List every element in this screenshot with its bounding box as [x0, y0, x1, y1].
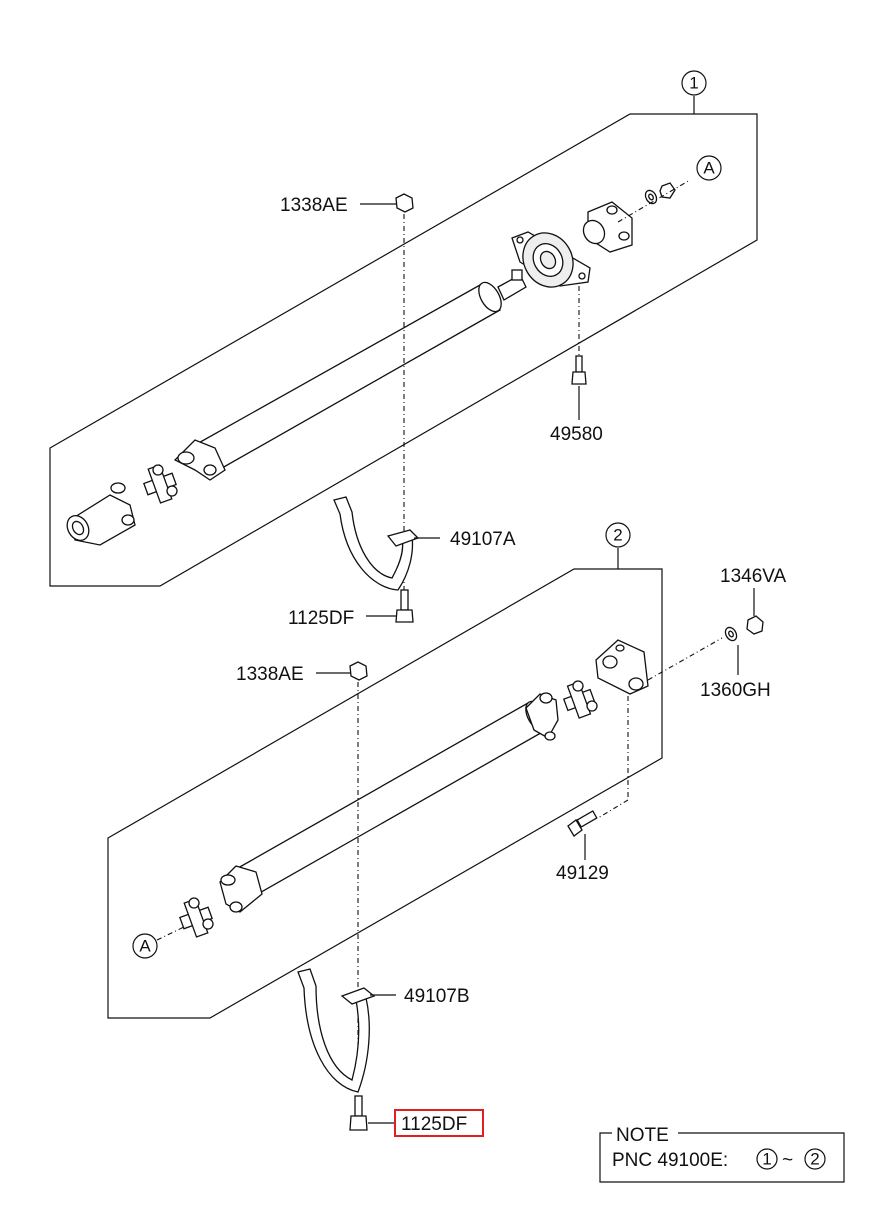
label-49580: 49580	[550, 424, 603, 445]
nut-1346va[interactable]	[746, 615, 764, 635]
label-49129: 49129	[556, 863, 609, 884]
bolt-49129[interactable]	[567, 810, 598, 837]
assembly-2-callout[interactable]: 2	[605, 522, 631, 548]
assembly-1-outline	[49, 113, 758, 587]
svg-text:1: 1	[689, 74, 698, 93]
svg-text:A: A	[139, 937, 151, 956]
nut-1338ae-bottom[interactable]	[349, 661, 368, 681]
flange-yoke-1[interactable]	[579, 201, 633, 253]
yoke-2-front[interactable]	[219, 865, 263, 913]
svg-text:2: 2	[613, 526, 622, 545]
universal-joint-2-front[interactable]	[179, 897, 214, 938]
bolt-1125df-bottom[interactable]	[349, 1095, 368, 1131]
label-49107b: 49107B	[404, 986, 470, 1007]
note-box: NOTE PNC 49100E: 1 ~ 2	[599, 1125, 845, 1183]
label-1125df-top: 1125DF	[288, 608, 354, 629]
label-49107a: 49107A	[450, 529, 516, 550]
propeller-shaft-1[interactable]	[194, 269, 527, 473]
assembly-2-outline	[107, 568, 663, 1019]
note-range-end: 2	[810, 1150, 819, 1169]
label-1338ae-bottom: 1338AE	[236, 664, 304, 685]
note-pnc: PNC 49100E:	[612, 1150, 728, 1171]
nut-1338ae-top[interactable]	[395, 193, 414, 213]
slip-yoke-1[interactable]	[63, 482, 136, 546]
label-1338ae-top: 1338AE	[280, 195, 348, 216]
yoke-2-rear[interactable]	[525, 692, 559, 741]
nut-1[interactable]	[659, 182, 676, 199]
bolt-1125df-top[interactable]	[395, 589, 414, 623]
washer-1360gh[interactable]	[723, 625, 739, 642]
universal-joint-1[interactable]	[143, 464, 178, 504]
ref-a-bottom[interactable]: A	[132, 933, 158, 959]
washer-1[interactable]	[643, 188, 659, 205]
center-bearing[interactable]	[511, 224, 591, 296]
svg-text:A: A	[703, 159, 715, 178]
label-1125df-bottom[interactable]: 1125DF	[401, 1114, 467, 1135]
ref-a-top[interactable]: A	[696, 155, 722, 181]
hanger-strap-49107b[interactable]	[297, 968, 376, 1093]
label-1360gh: 1360GH	[700, 680, 771, 701]
note-range-sep: ~	[782, 1150, 793, 1171]
yoke-1[interactable]	[173, 439, 226, 481]
flange-yoke-2[interactable]	[595, 639, 649, 695]
highlight-box-1125df	[394, 1109, 484, 1137]
label-1346va: 1346VA	[720, 566, 787, 587]
universal-joint-2-rear[interactable]	[562, 680, 598, 719]
hanger-strap-49107a[interactable]	[333, 496, 420, 591]
assembly-1-callout[interactable]: 1	[681, 70, 707, 96]
bolt-49580[interactable]	[571, 355, 587, 385]
note-title: NOTE	[616, 1125, 669, 1146]
note-range-start: 1	[762, 1150, 771, 1169]
propeller-shaft-2[interactable]	[237, 698, 553, 896]
